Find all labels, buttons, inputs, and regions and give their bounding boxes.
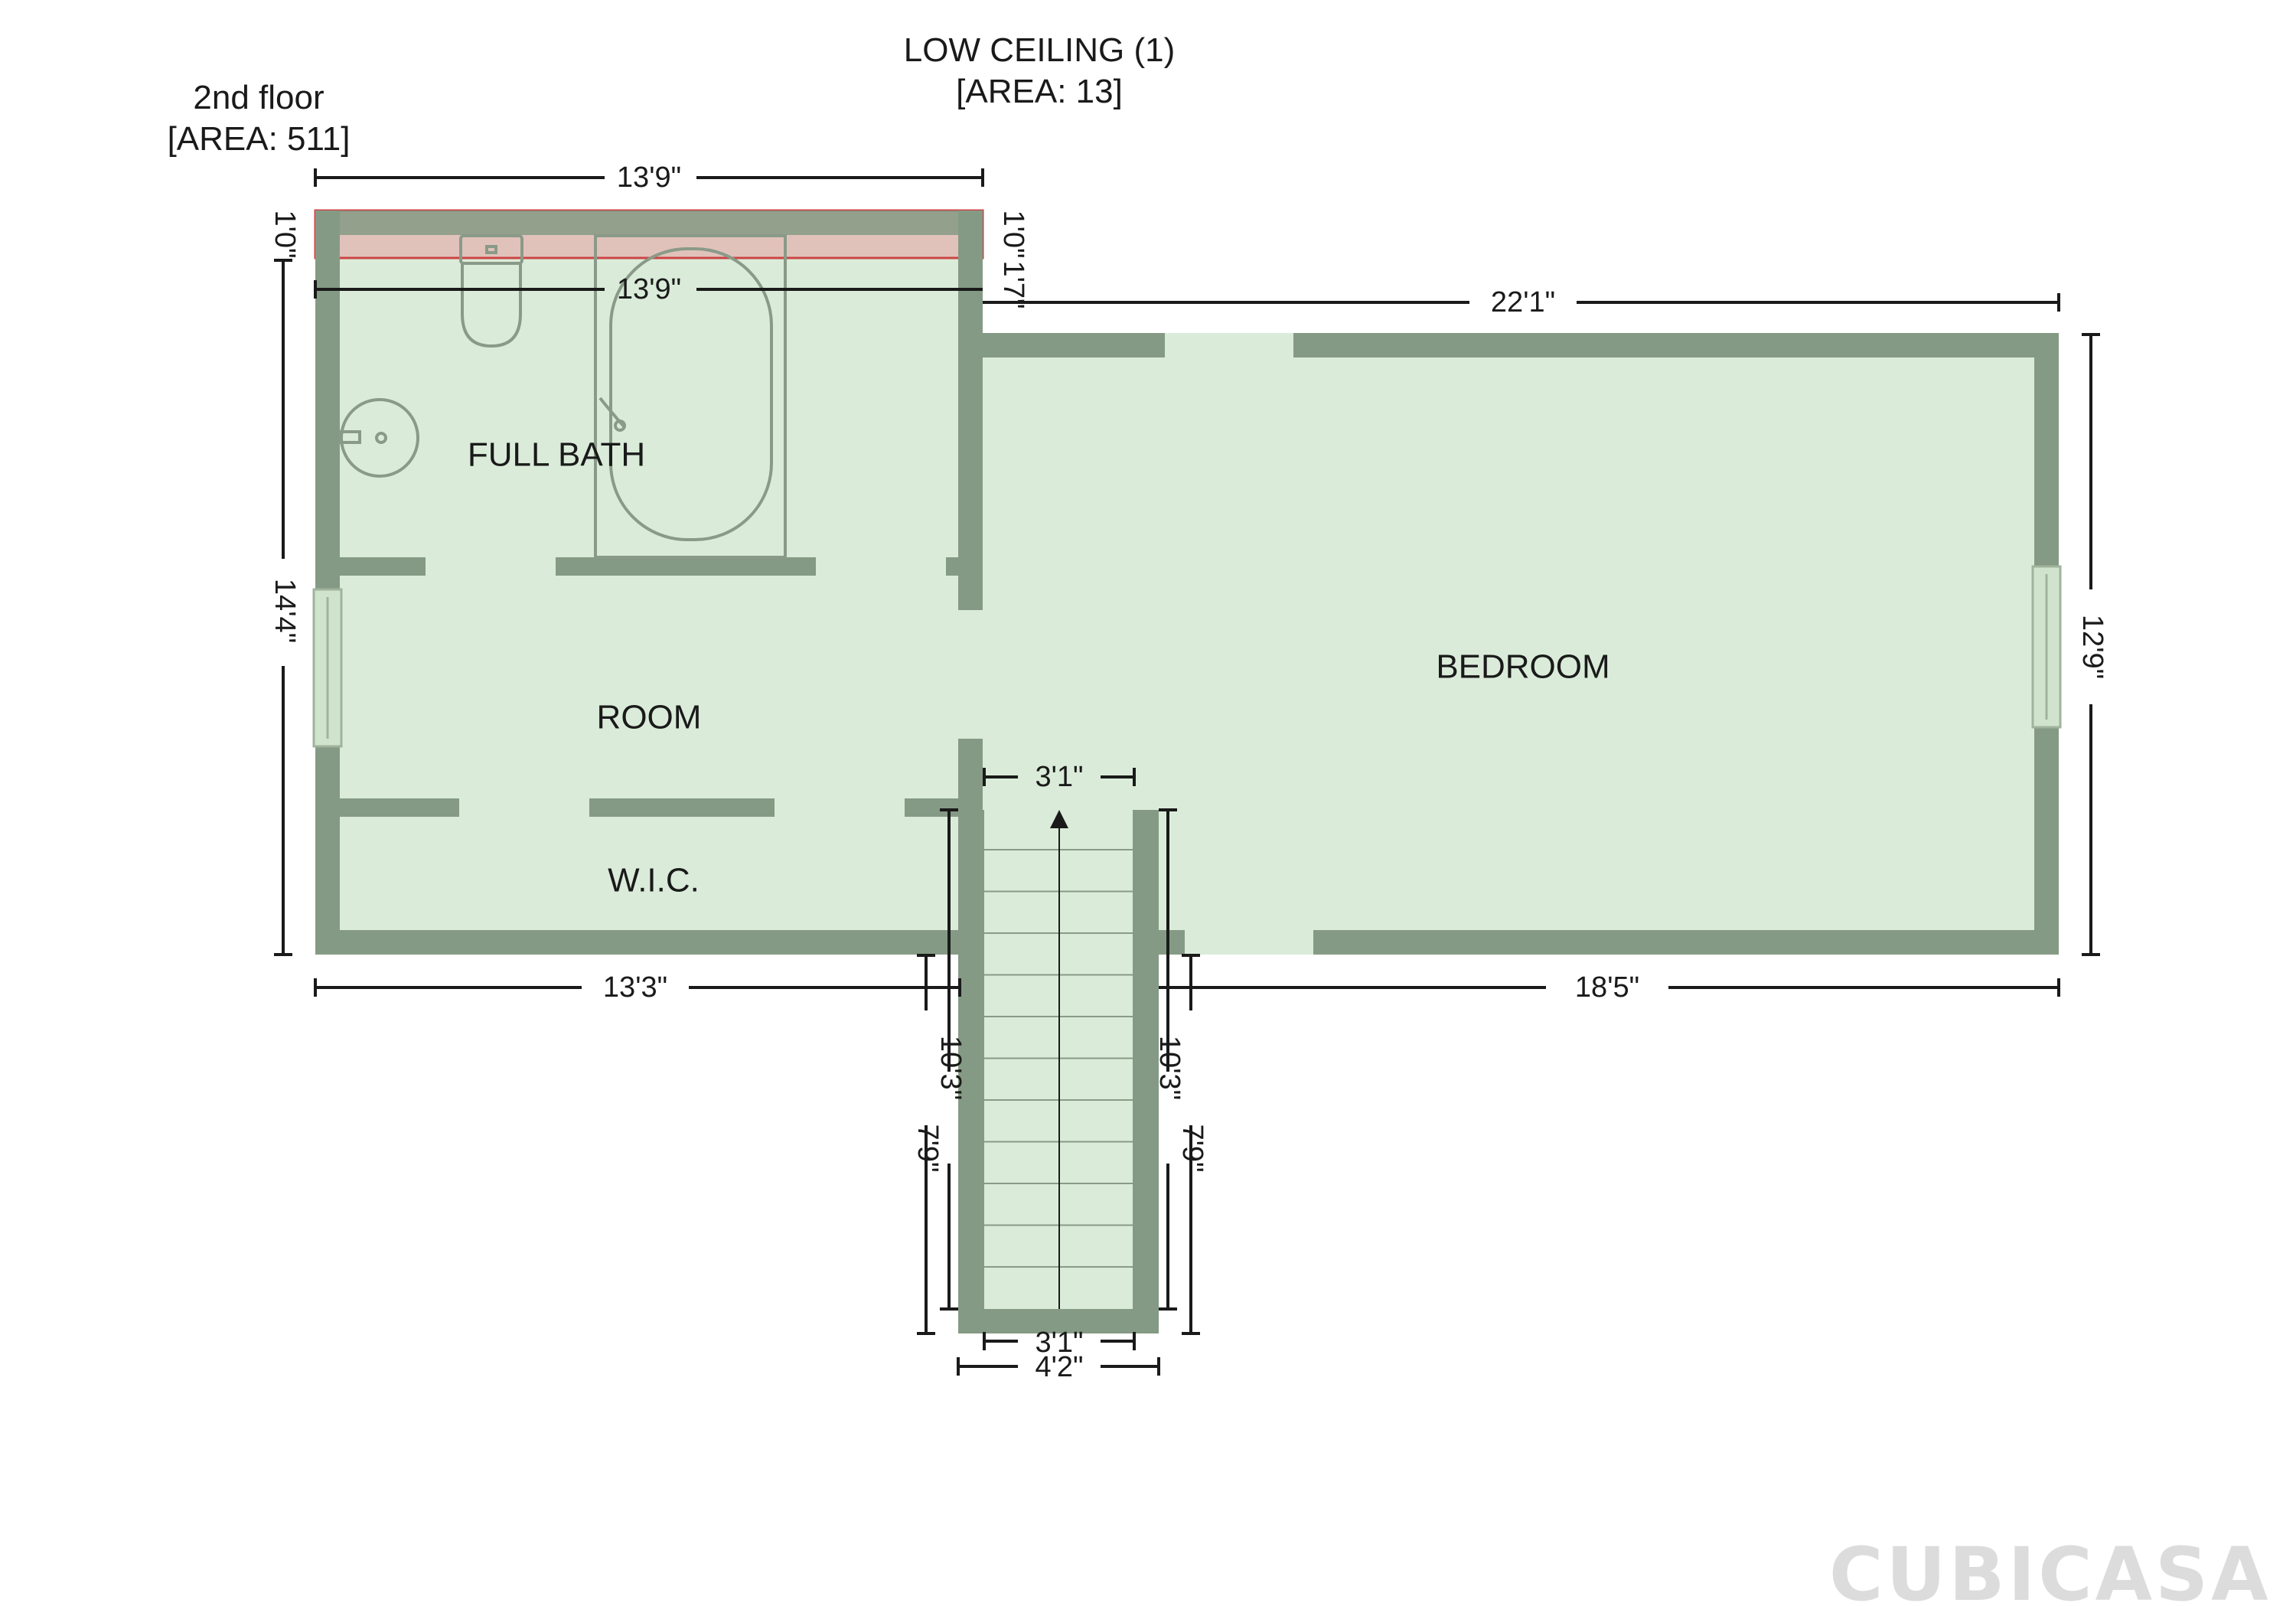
dim-step-right: 1'7" [997, 260, 1029, 308]
dim-stair-left-inner: 7'9" [912, 1124, 944, 1172]
wall-wic-top-b [589, 798, 775, 817]
dim-stair-bottom-outer: 4'2" [1035, 1351, 1083, 1383]
toilet-icon [459, 234, 523, 348]
floor-area: [AREA: 511] [168, 120, 351, 158]
floor-name: 2nd floor [193, 79, 324, 116]
low-ceiling-name: LOW CEILING (1) [904, 31, 1176, 69]
wall-bedroom-right-a [2034, 333, 2059, 566]
bedroom-floor [981, 333, 2059, 955]
sink-icon [340, 398, 419, 478]
dim-stair-left-outer: 10'3" [934, 1036, 967, 1100]
walls [315, 211, 2059, 1333]
wall-bedroom-right-b [2034, 727, 2059, 955]
dim-stair-right-inner: 7'9" [1176, 1124, 1208, 1172]
room-label-room: ROOM [597, 699, 702, 736]
low-ceiling-area: [AREA: 13] [956, 73, 1123, 110]
dim-inner-width: 13'9" [617, 273, 681, 305]
wall-wic-top-a [340, 798, 459, 817]
wall-top-left [315, 211, 983, 235]
dim-stair-top: 3'1" [1035, 761, 1083, 793]
room-label-bedroom: BEDROOM [1436, 648, 1609, 686]
stair-arrow-icon [1050, 810, 1068, 828]
wall-bedroom-top-b [1293, 333, 2059, 357]
dim-top-width: 13'9" [617, 162, 681, 194]
fixtures [340, 234, 787, 559]
dim-stair-bottom-inner: 3'1" [1035, 1327, 1083, 1359]
wall-bath-bottom-c [946, 557, 958, 576]
room-label-full-bath: FULL BATH [468, 436, 645, 474]
left-block-floor [315, 211, 981, 955]
wall-stair-left [958, 810, 984, 1333]
wall-center-lower [958, 739, 983, 811]
dim-bottom-left: 13'3" [603, 971, 667, 1004]
wall-stair-right [1133, 810, 1159, 1333]
wall-bedroom-bottom-b [1313, 930, 2059, 955]
wall-center-upper [958, 211, 983, 610]
wall-left-lower [315, 746, 340, 955]
wall-stair-bottom [958, 1309, 1159, 1333]
cubicasa-logo: CUBICASA [1829, 1532, 2271, 1606]
dim-low-ceiling-left: 1'0" [269, 210, 301, 258]
wall-left-upper [315, 211, 340, 589]
dim-right-height: 12'9" [2076, 615, 2108, 679]
wall-bath-bottom-a [340, 557, 426, 576]
dim-left-height: 14'4" [269, 579, 301, 643]
dimension-lines [274, 168, 2100, 1376]
wall-bottom-left [315, 930, 960, 955]
dim-bedroom-width: 22'1" [1491, 286, 1555, 318]
wall-bedroom-top-a [981, 333, 1165, 357]
wall-bath-bottom-b [556, 557, 816, 576]
dim-stair-right-outer: 10'3" [1153, 1036, 1186, 1100]
dim-bottom-right: 18'5" [1575, 971, 1639, 1004]
room-label-wic: W.I.C. [608, 862, 700, 899]
windows [312, 565, 2062, 748]
dim-low-ceiling-right: 1'0" [997, 210, 1029, 258]
floor-areas [315, 211, 2059, 1333]
